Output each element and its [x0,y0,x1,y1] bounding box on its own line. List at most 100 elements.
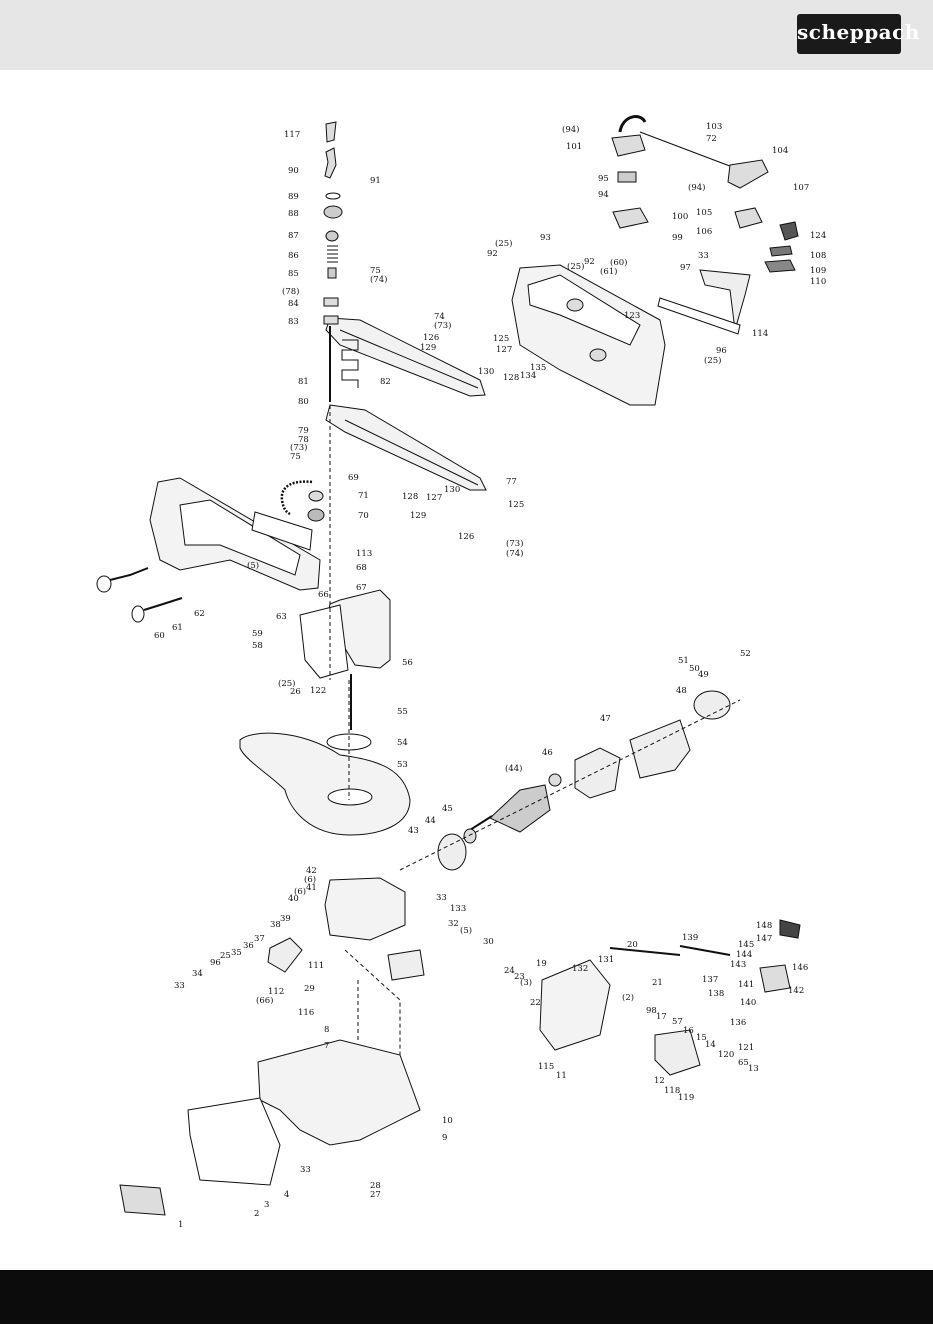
washer-89 [325,192,341,200]
part-label: 52 [740,649,751,659]
logo-text: scheppach [797,20,920,44]
table-53 [239,732,411,836]
part-label: 142 [788,986,804,996]
part-label: 130 [478,367,494,377]
part-label: 99 [672,233,683,243]
bearing-44 [463,828,477,844]
part-label: 37 [254,934,265,944]
cable-69 [280,480,313,516]
part-label: 96 [716,346,727,356]
part-label: 146 [792,963,808,973]
foot-panel-4 [187,1097,281,1186]
part-label: 11 [556,1071,567,1081]
part-label: 72 [706,134,717,144]
part-label: 89 [288,192,299,202]
part-label: 77 [506,477,517,487]
part-label: 125 [508,500,524,510]
part-label: (25) [278,678,295,689]
part-label: 22 [530,998,541,1008]
part-label: 2 [254,1209,259,1219]
part-label: 87 [288,231,299,241]
part-label: 13 [748,1064,759,1074]
plate-113 [251,511,313,551]
part-label: 7 [324,1041,329,1051]
bearing-70 [307,508,325,522]
part-label: 24 [504,966,515,976]
spring-86 [327,245,338,263]
part-label: 28 [370,1181,381,1191]
part-label: 38 [270,920,281,930]
part-label: 132 [572,964,588,974]
part-label: 58 [252,641,263,651]
part-label: 144 [736,950,752,960]
part-label: 106 [696,227,712,237]
part-label: 75 [370,266,381,276]
part-label: 118 [664,1086,680,1096]
flange-43 [437,833,467,871]
part-label: 104 [772,146,788,156]
part-label: 120 [718,1050,734,1060]
cover-109 [764,259,796,273]
part-label: 98 [646,1006,657,1016]
part-label: (5) [460,925,472,936]
bushing-85 [327,267,337,279]
pedal-148 [779,919,801,939]
part-label: 47 [600,714,611,724]
part-label: 86 [288,251,299,261]
lamp-head-107 [727,159,769,189]
label-108 [769,245,793,257]
part-label: (5) [247,560,259,571]
scheppach-logo: scheppach [797,14,920,54]
armature-45 [489,784,551,833]
part-label: (60) [610,257,627,268]
part-label: (94) [688,182,705,193]
part-label: 105 [696,208,712,218]
part-label: 83 [288,317,299,327]
part-label: 25 [220,951,231,961]
part-label: 143 [730,960,746,970]
part-label: 27 [370,1190,381,1200]
part-label: (66) [256,995,273,1006]
part-label: 112 [268,987,284,997]
part-label: 20 [627,940,638,950]
bracket-32 [387,949,425,981]
part-label: 85 [288,269,299,279]
part-label: 137 [702,975,718,985]
part-label: 91 [370,176,381,186]
part-label: 148 [756,921,772,931]
bearing-71 [308,490,324,502]
clamp-83 [323,315,339,325]
part-label: (74) [370,274,387,285]
part-label: 126 [458,532,474,542]
part-label: 55 [397,707,408,717]
part-label: 49 [698,670,709,680]
part-label: 117 [284,130,300,140]
part-label: 41 [306,883,317,893]
part-label: 69 [348,473,359,483]
part-label: 111 [308,961,324,971]
part-label: 100 [672,212,688,222]
part-label: (2) [622,992,634,1003]
part-label: 32 [448,919,459,929]
lamp-arm-72 [618,115,647,133]
part-label: 12 [654,1076,665,1086]
part-label: 42 [306,866,317,876]
part-label: 63 [276,612,287,622]
part-label: 43 [408,826,419,836]
part-label: 131 [598,955,614,965]
part-label: 82 [380,377,391,387]
part-label: 147 [756,934,772,944]
part-label: 62 [194,609,205,619]
spring-82 [341,339,359,388]
part-label: 92 [487,249,498,259]
part-label: 30 [483,937,494,947]
part-label: 54 [397,738,408,748]
part-label: 14 [705,1040,716,1050]
part-label: 21 [652,978,663,988]
part-label: 138 [708,989,724,999]
part-label: 128 [503,373,519,383]
part-label: 103 [706,122,722,132]
diagram-parts [96,115,801,1216]
part-label: 68 [356,563,367,573]
cable-139 [679,945,731,956]
